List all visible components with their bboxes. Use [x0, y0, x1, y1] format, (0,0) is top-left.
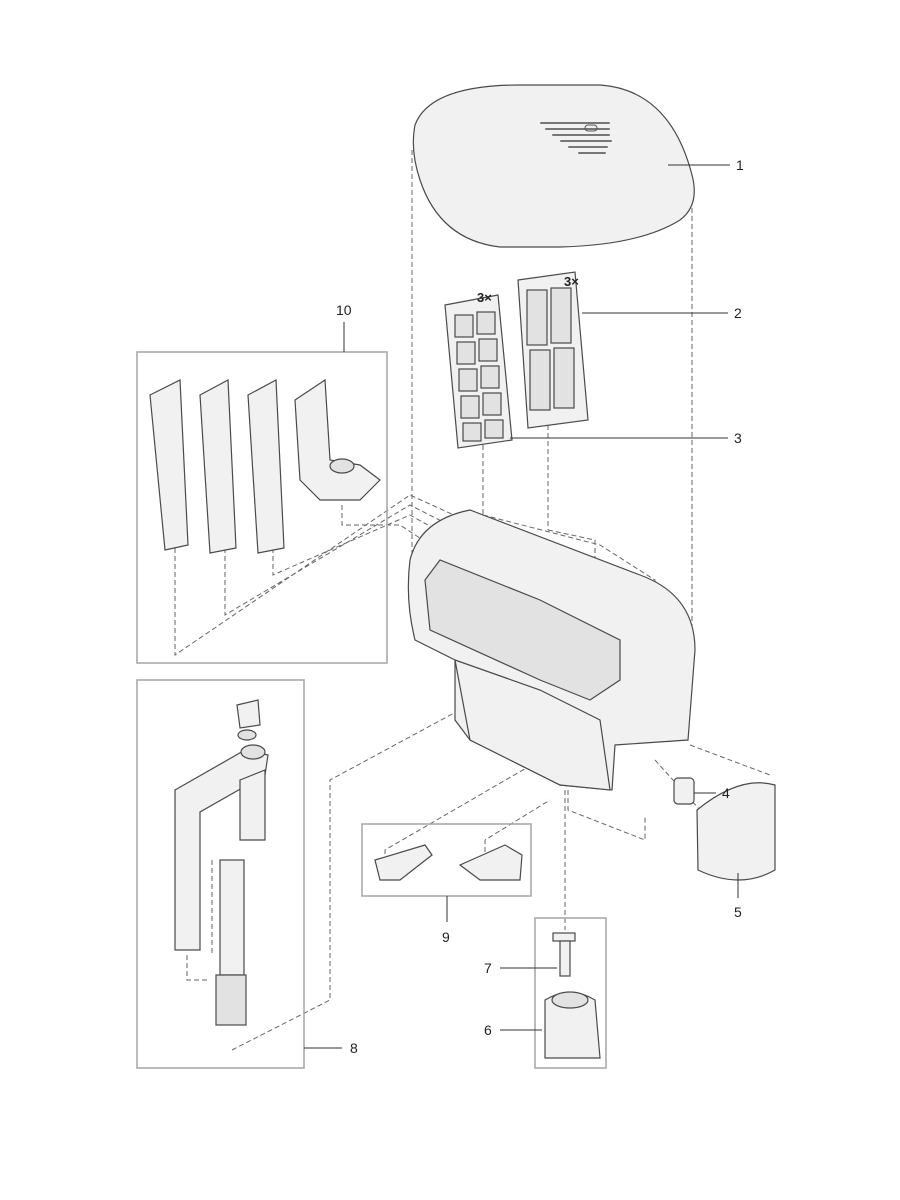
quantity-label-filter-large: 3× [564, 274, 579, 289]
part-6-pump [544, 991, 601, 1059]
part-7-impeller [552, 932, 576, 977]
part-8-outlet-pipe-set [174, 699, 269, 1026]
callouts: 1 2 3 4 5 6 7 8 9 10 [304, 157, 744, 1056]
callout-2: 2 [734, 305, 742, 321]
part-1-lid [412, 84, 695, 248]
quantity-label-filter-small: 3× [477, 290, 492, 305]
part-9-clips [374, 844, 523, 881]
part-4-connector [673, 777, 695, 805]
callout-1: 1 [736, 157, 744, 173]
part-5-cover [696, 782, 776, 881]
part-10-group-frame [136, 351, 388, 664]
callout-7: 7 [484, 960, 492, 976]
lid-vent-grille [540, 122, 612, 154]
callout-8: 8 [350, 1040, 358, 1056]
callout-10: 10 [336, 302, 352, 318]
part-10-inserts [149, 378, 381, 554]
callout-5: 5 [734, 904, 742, 920]
part-2-filter-large [517, 271, 589, 429]
filter-basin-housing [407, 509, 696, 791]
callout-3: 3 [734, 430, 742, 446]
part-8-group-frame [136, 679, 305, 1069]
callout-4: 4 [722, 785, 730, 801]
callout-9: 9 [442, 929, 450, 945]
callout-6: 6 [484, 1022, 492, 1038]
part-3-filter-small [444, 294, 513, 449]
part-6-group-frame [534, 917, 607, 1069]
